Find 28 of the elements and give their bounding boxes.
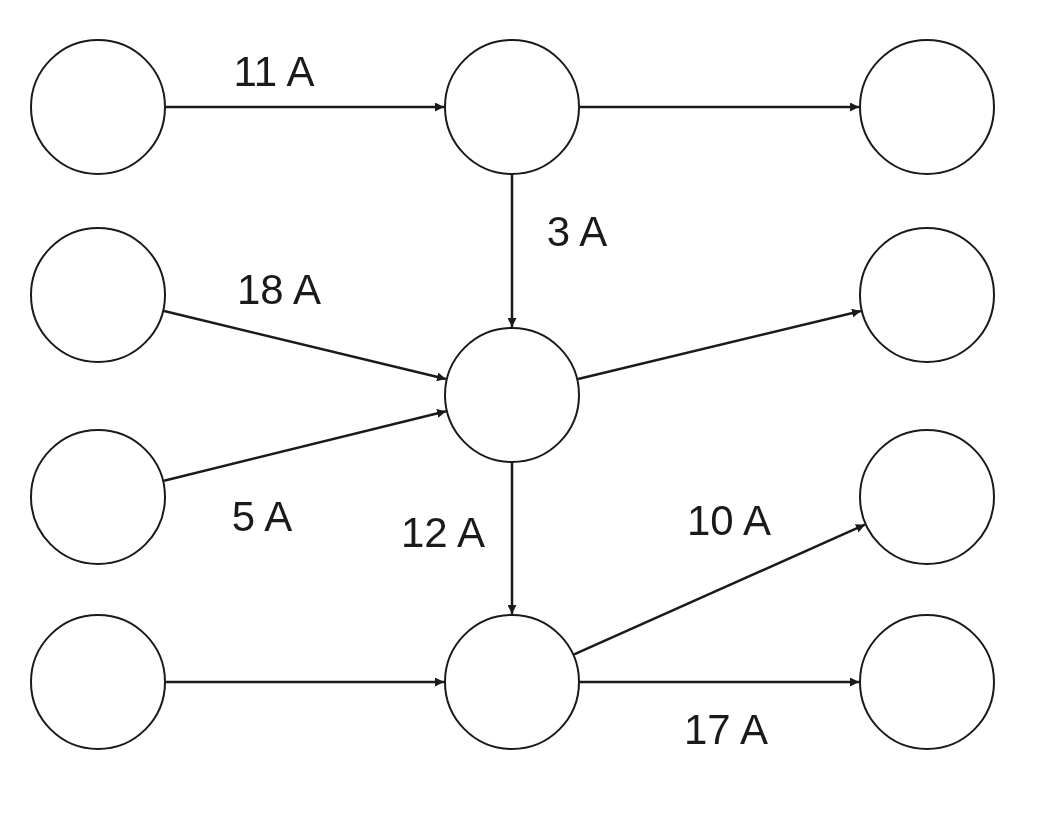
arrow [166, 102, 444, 112]
edge-label: 10 A [686, 500, 772, 542]
arrow [580, 102, 859, 112]
circle-node [30, 429, 166, 565]
circle-node [30, 227, 166, 363]
arrow [580, 677, 859, 687]
circle-node [30, 614, 166, 750]
edge-label: 12 A [400, 512, 486, 554]
edge-label: 3 A [546, 211, 608, 253]
circle-node [444, 327, 580, 463]
arrow [577, 308, 862, 381]
edge-label: 18 A [236, 269, 322, 311]
edge-label: 5 A [231, 496, 293, 538]
arrow [166, 677, 444, 687]
circle-node [859, 614, 995, 750]
arrow [163, 309, 447, 382]
circle-node [859, 39, 995, 175]
circle-node [859, 227, 995, 363]
circle-node [444, 39, 580, 175]
circle-node [859, 429, 995, 565]
edge-label: 11 A [233, 51, 315, 93]
arrow [507, 463, 517, 614]
arrow [507, 175, 517, 327]
arrow [573, 523, 866, 656]
circle-node [444, 614, 580, 750]
circle-node [30, 39, 166, 175]
edge-label: 17 A [683, 709, 769, 751]
arrow [163, 409, 447, 482]
